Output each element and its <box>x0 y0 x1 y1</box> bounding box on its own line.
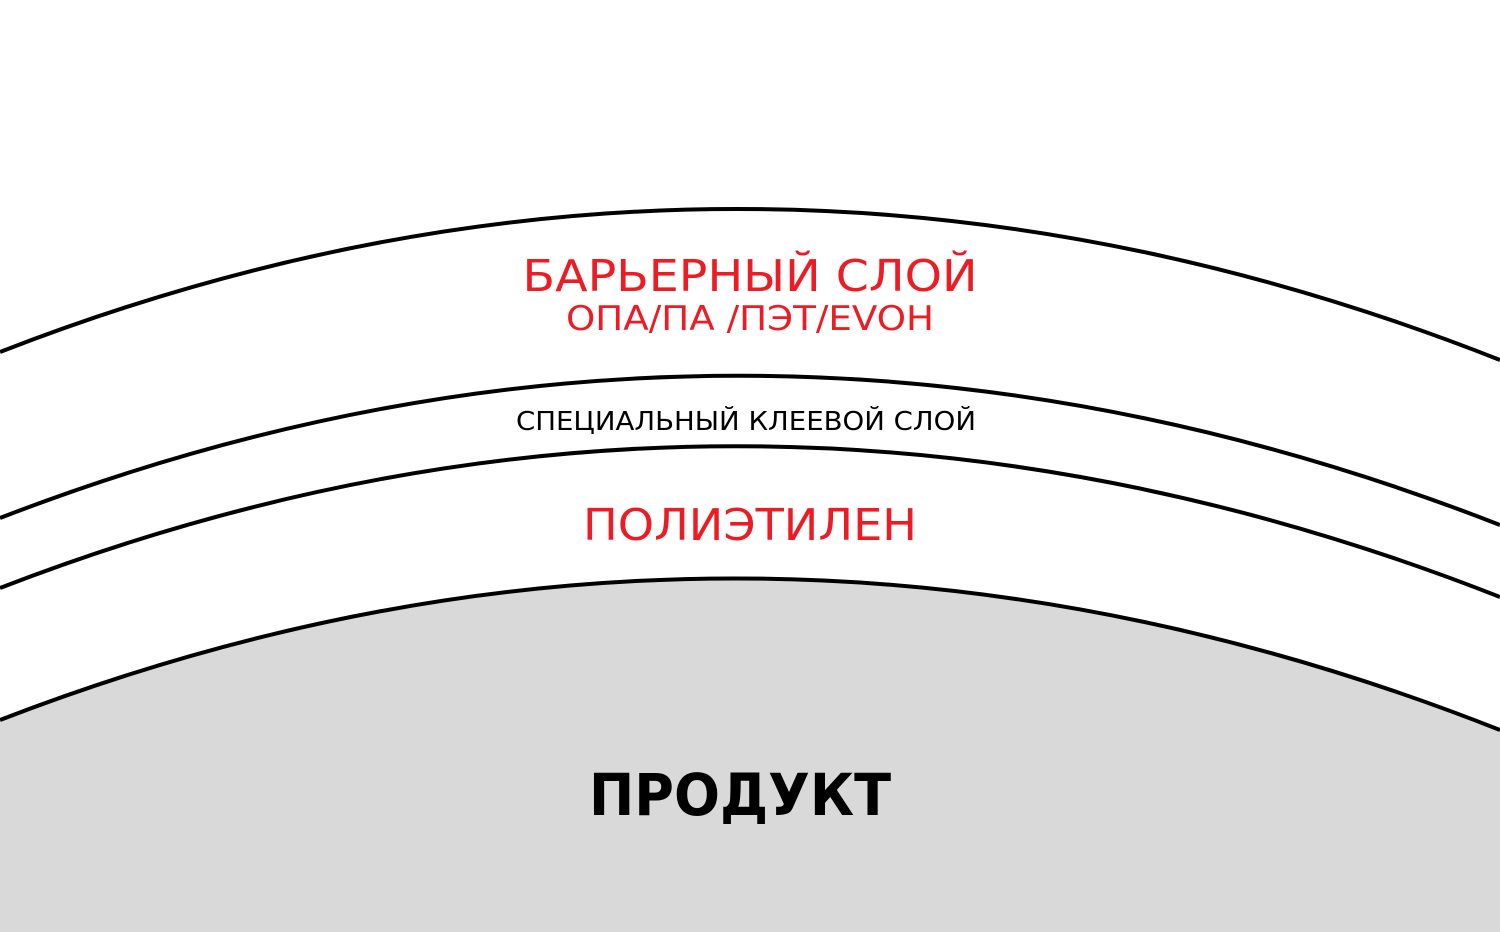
product-area <box>0 579 1500 932</box>
barrier-layer-outer-line <box>0 207 1500 362</box>
adhesive-layer-top-line <box>0 373 1500 527</box>
barrier-layer-title: БАРЬЕРНЫЙ СЛОЙ <box>523 249 978 302</box>
barrier-layer-materials: ОПА/ПА /ПЭТ/EVOH <box>566 299 934 339</box>
adhesive-layer-bottom-line <box>0 444 1500 599</box>
product-boundary-line <box>0 576 1500 732</box>
polyethylene-layer-label: ПОЛИЭТИЛЕН <box>583 500 917 551</box>
product-label: ПРОДУКТ <box>589 761 891 829</box>
adhesive-layer-label: СПЕЦИАЛЬНЫЙ КЛЕЕВОЙ СЛОЙ <box>516 405 976 437</box>
